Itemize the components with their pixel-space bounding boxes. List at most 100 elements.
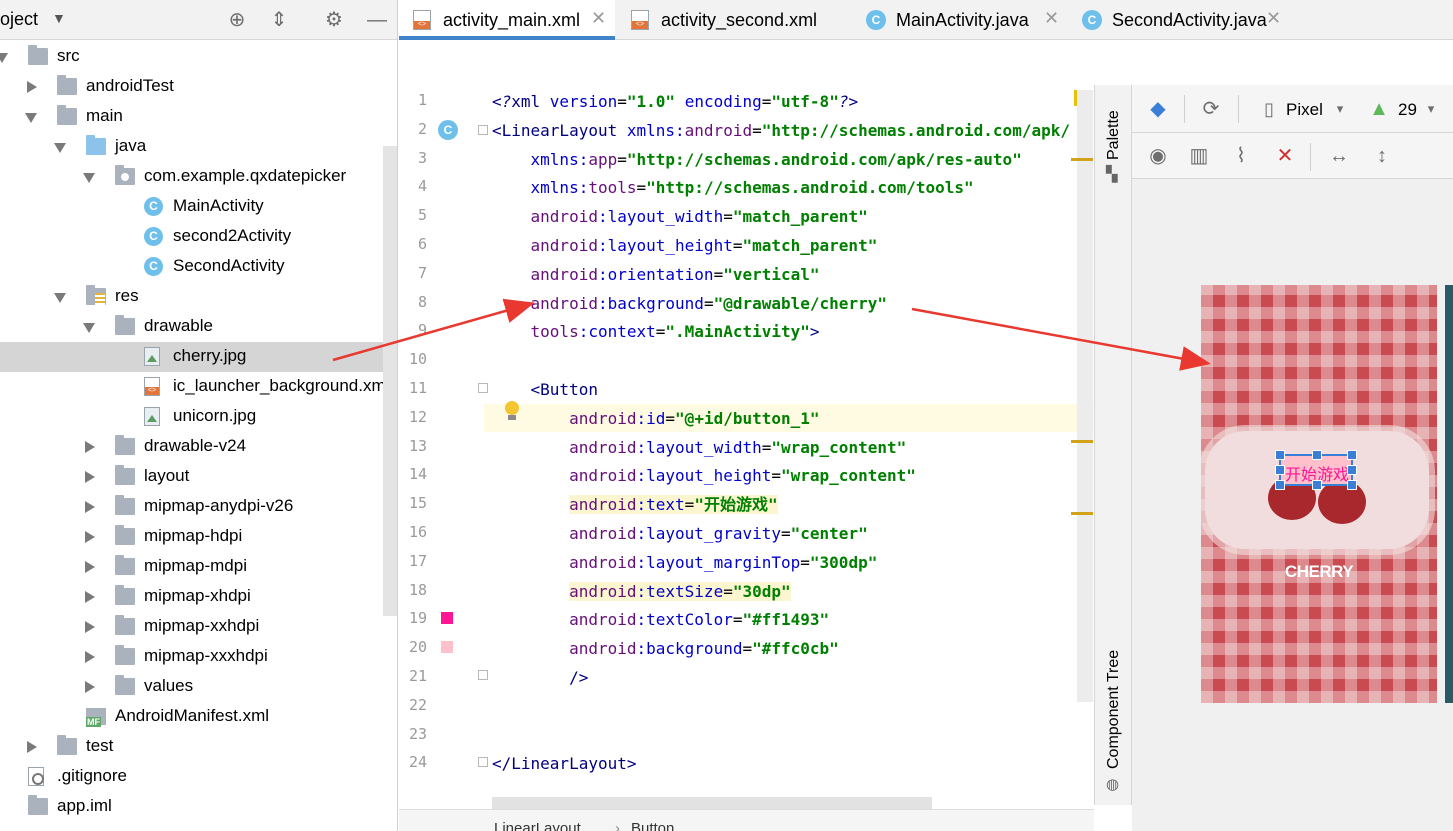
orientation-icon[interactable]: ⟳: [1202, 98, 1220, 120]
columns-icon[interactable]: ▥: [1189, 145, 1209, 167]
close-icon[interactable]: ✕: [1266, 8, 1282, 28]
expand-arrow-icon[interactable]: [54, 143, 66, 153]
api-level-selector[interactable]: 29: [1398, 100, 1417, 119]
project-title[interactable]: oject: [0, 9, 39, 29]
tree-item[interactable]: ic_launcher_background.xm: [0, 372, 397, 402]
minimize-icon[interactable]: —: [367, 9, 387, 31]
collapse-arrow-icon[interactable]: [85, 501, 95, 513]
expand-arrow-icon[interactable]: [83, 173, 95, 183]
collapse-arrow-icon[interactable]: [27, 81, 37, 93]
crosshair-icon[interactable]: ⊕: [228, 9, 246, 31]
expand-arrow-icon[interactable]: [0, 53, 8, 63]
tree-item[interactable]: cherry.jpg: [0, 342, 397, 372]
tree-item[interactable]: androidTest: [0, 72, 397, 102]
tree-item[interactable]: drawable-v24: [0, 432, 397, 462]
code-line[interactable]: android:layout_height="match_parent": [492, 231, 878, 260]
code-line[interactable]: xmlns:app="http://schemas.android.com/ap…: [492, 145, 1022, 174]
class-gutter-icon[interactable]: C: [438, 120, 458, 140]
collapse-arrow-icon[interactable]: [85, 441, 95, 453]
warning-marker[interactable]: [1071, 440, 1093, 443]
tree-item[interactable]: mipmap-xxxhdpi: [0, 642, 397, 672]
code-line[interactable]: android:layout_marginTop="300dp": [492, 548, 877, 577]
expand-arrow-icon[interactable]: [54, 293, 66, 303]
code-line[interactable]: android:background="@drawable/cherry": [492, 289, 887, 318]
code-line[interactable]: android:textColor="#ff1493": [492, 605, 829, 634]
code-line[interactable]: android:text="开始游戏": [492, 490, 778, 519]
collapse-all-icon[interactable]: ⇕: [270, 9, 288, 31]
code-line[interactable]: android:background="#ffc0cb": [492, 634, 839, 663]
fold-icon[interactable]: [478, 125, 488, 135]
resize-handle[interactable]: [1347, 450, 1357, 460]
expand-arrow-icon[interactable]: [25, 113, 37, 123]
resize-handle[interactable]: [1275, 465, 1285, 475]
tree-item[interactable]: com.example.qxdatepicker: [0, 162, 397, 192]
resize-handle[interactable]: [1275, 450, 1285, 460]
code-line[interactable]: android:textSize="30dp": [492, 577, 791, 606]
expand-arrow-icon[interactable]: [83, 323, 95, 333]
code-line[interactable]: android:layout_gravity="center": [492, 519, 868, 548]
resize-handle[interactable]: [1312, 450, 1322, 460]
tree-item[interactable]: app.iml: [0, 792, 397, 822]
tree-item[interactable]: main: [0, 102, 397, 132]
preview-button[interactable]: 开始游戏: [1275, 450, 1357, 490]
collapse-arrow-icon[interactable]: [85, 651, 95, 663]
tree-item[interactable]: values: [0, 672, 397, 702]
color-swatch-icon[interactable]: [441, 641, 453, 653]
component-tree-tab[interactable]: Component Tree: [1105, 649, 1122, 769]
horizontal-expand-icon[interactable]: ↔: [1329, 145, 1349, 167]
code-line[interactable]: </LinearLayout>: [492, 749, 637, 778]
fold-icon[interactable]: [478, 670, 488, 680]
lightbulb-icon[interactable]: [503, 401, 521, 423]
tree-item[interactable]: .gitignore: [0, 762, 397, 792]
breadcrumb-item[interactable]: LinearLayout: [494, 820, 581, 831]
warning-marker[interactable]: [1071, 158, 1093, 161]
globe-icon[interactable]: ◍: [1106, 776, 1120, 793]
tree-item[interactable]: res: [0, 282, 397, 312]
editor-tab[interactable]: activity_main.xml✕: [399, 0, 615, 40]
horizontal-scrollbar[interactable]: [492, 797, 932, 809]
tree-item[interactable]: src: [0, 42, 397, 72]
editor-scrollbar[interactable]: [1077, 90, 1093, 702]
collapse-arrow-icon[interactable]: [85, 681, 95, 693]
phone-icon[interactable]: ▯: [1264, 99, 1274, 119]
code-line[interactable]: android:id="@+id/button_1": [492, 404, 819, 433]
tree-item[interactable]: mipmap-hdpi: [0, 522, 397, 552]
collapse-arrow-icon[interactable]: [85, 561, 95, 573]
vertical-expand-icon[interactable]: ↕: [1377, 145, 1387, 167]
device-selector[interactable]: Pixel: [1286, 100, 1323, 119]
fold-icon[interactable]: [478, 757, 488, 767]
layers-icon[interactable]: ◆: [1150, 98, 1166, 120]
resize-handle[interactable]: [1347, 465, 1357, 475]
close-icon[interactable]: ✕: [591, 8, 607, 28]
clear-constraints-icon[interactable]: ✕: [1276, 145, 1294, 167]
tree-item[interactable]: unicorn.jpg: [0, 402, 397, 432]
project-scrollbar[interactable]: [383, 146, 397, 616]
chevron-down-icon[interactable]: ▾: [1336, 101, 1344, 116]
code-line[interactable]: <LinearLayout xmlns:android="http://sche…: [492, 116, 1070, 145]
code-line[interactable]: tools:context=".MainActivity">: [492, 317, 820, 346]
close-icon[interactable]: ✕: [1044, 8, 1060, 28]
resize-handle[interactable]: [1347, 480, 1357, 490]
tree-item[interactable]: mipmap-mdpi: [0, 552, 397, 582]
chevron-down-icon[interactable]: ▾: [1427, 101, 1435, 116]
collapse-arrow-icon[interactable]: [85, 591, 95, 603]
tree-item[interactable]: mipmap-xxhdpi: [0, 612, 397, 642]
code-line[interactable]: android:layout_width="wrap_content": [492, 433, 906, 462]
resize-handle[interactable]: [1312, 480, 1322, 490]
palette-tab[interactable]: Palette: [1105, 110, 1122, 160]
code-line[interactable]: <Button: [492, 375, 598, 404]
breadcrumb-item[interactable]: Button: [631, 820, 675, 831]
editor-tab[interactable]: activity_second.xml: [617, 0, 851, 40]
code-line[interactable]: android:layout_width="match_parent": [492, 202, 868, 231]
tree-item[interactable]: layout: [0, 462, 397, 492]
code-line[interactable]: android:orientation="vertical": [492, 260, 820, 289]
code-line[interactable]: xmlns:tools="http://schemas.android.com/…: [492, 173, 974, 202]
collapse-arrow-icon[interactable]: [85, 621, 95, 633]
chevron-down-icon[interactable]: ▼: [52, 10, 66, 26]
